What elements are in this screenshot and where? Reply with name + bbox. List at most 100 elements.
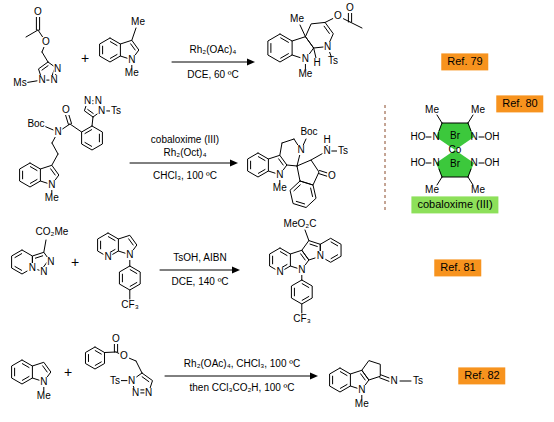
atom-label: N [127,55,136,65]
atom-label: N [469,158,478,168]
atom-label: N [357,385,366,395]
bond [14,368,15,376]
bond [35,256,42,258]
bond [279,159,284,165]
atom-label: Ts [337,146,349,156]
atom-label: O [61,105,71,115]
bond [30,179,37,183]
ring [85,347,104,369]
bond [426,163,431,164]
bond [108,237,115,241]
atom-label: N [127,376,136,386]
bond [250,161,251,169]
bond [302,296,309,300]
ring [119,266,140,290]
bond [331,242,338,246]
atom-label: Ts [412,376,424,386]
atom-label: H [322,135,331,145]
ring [12,360,33,384]
atom-label: Br [449,159,461,169]
atom-label: H [312,58,321,68]
atom-label: N [322,146,331,156]
atom-label: N [297,265,306,275]
bond [22,171,23,179]
bond [340,384,347,388]
atom-label: Me [354,399,370,409]
atom-label: N [49,75,58,85]
arrow-head [247,59,255,66]
node-text: Ref. 82 [464,369,499,381]
bond [350,22,362,28]
bond [42,52,48,62]
bond [332,376,333,384]
reaction-condition: Rh₂(Oct)₄ [163,148,208,158]
bond [280,252,287,256]
bond [287,165,297,166]
bond [88,354,89,361]
atom-label: O [33,7,43,17]
bond [301,304,302,313]
atom-label: N [37,75,46,85]
bond [437,115,442,123]
reference-tag: Ref. 82 [458,367,505,384]
bond [136,361,142,373]
bond [314,48,316,58]
bond [130,282,137,286]
bond [129,239,134,245]
atom-label: Ts [327,56,339,66]
plus-sign: + [80,51,90,65]
reaction-condition: DCE, 60 ºC [186,70,239,80]
bond [130,163,232,164]
arrow-head [230,160,238,167]
atom-label: N [389,376,398,386]
bond [100,241,101,249]
atom-label: N [53,64,62,74]
bond [468,177,473,185]
bond [95,351,101,355]
atom-label: O [41,37,51,47]
bond [296,201,304,204]
divider-line [385,105,386,212]
ring [100,38,121,62]
bond [479,137,484,138]
atom-label: Me [44,193,60,203]
bond [258,169,265,173]
bond [302,284,309,288]
reaction-condition: Rh₂(OAc)₄, CHCl₃, 100 ºC [183,359,301,369]
bond [129,290,130,299]
bond [258,157,265,161]
bond [22,364,29,368]
atom-label: N [131,388,140,398]
bond [43,366,48,372]
reaction-condition: cobaloxime (III) [150,135,220,145]
bond [439,169,442,177]
bond [468,123,471,131]
atom-label: O [111,334,121,344]
reference-tag: Ref. 81 [434,259,481,276]
atom-label: N [275,267,284,277]
ring [248,153,269,177]
atom-label: N [94,96,103,106]
bond [468,115,473,123]
atom-label: HO [410,132,427,142]
node-text: Ref. 79 [447,55,482,67]
bond [52,143,58,154]
ring [330,368,351,392]
atom-label: N [39,377,48,387]
ring [82,126,103,150]
plus-sign: + [70,255,80,269]
atom-label: N [469,132,478,142]
reaction-condition: DCE, 140 ºC [170,277,229,287]
bond [272,256,273,264]
bond [142,377,149,382]
atom-label: Me [424,105,440,115]
atom-label: Me [130,17,146,27]
bond [280,143,282,155]
bond [294,185,300,191]
node-text: cobaloxime (III) [417,198,492,210]
atom-label: N [275,170,284,180]
bond [426,137,431,138]
atom-label: Me [470,185,486,195]
bond [85,130,92,134]
